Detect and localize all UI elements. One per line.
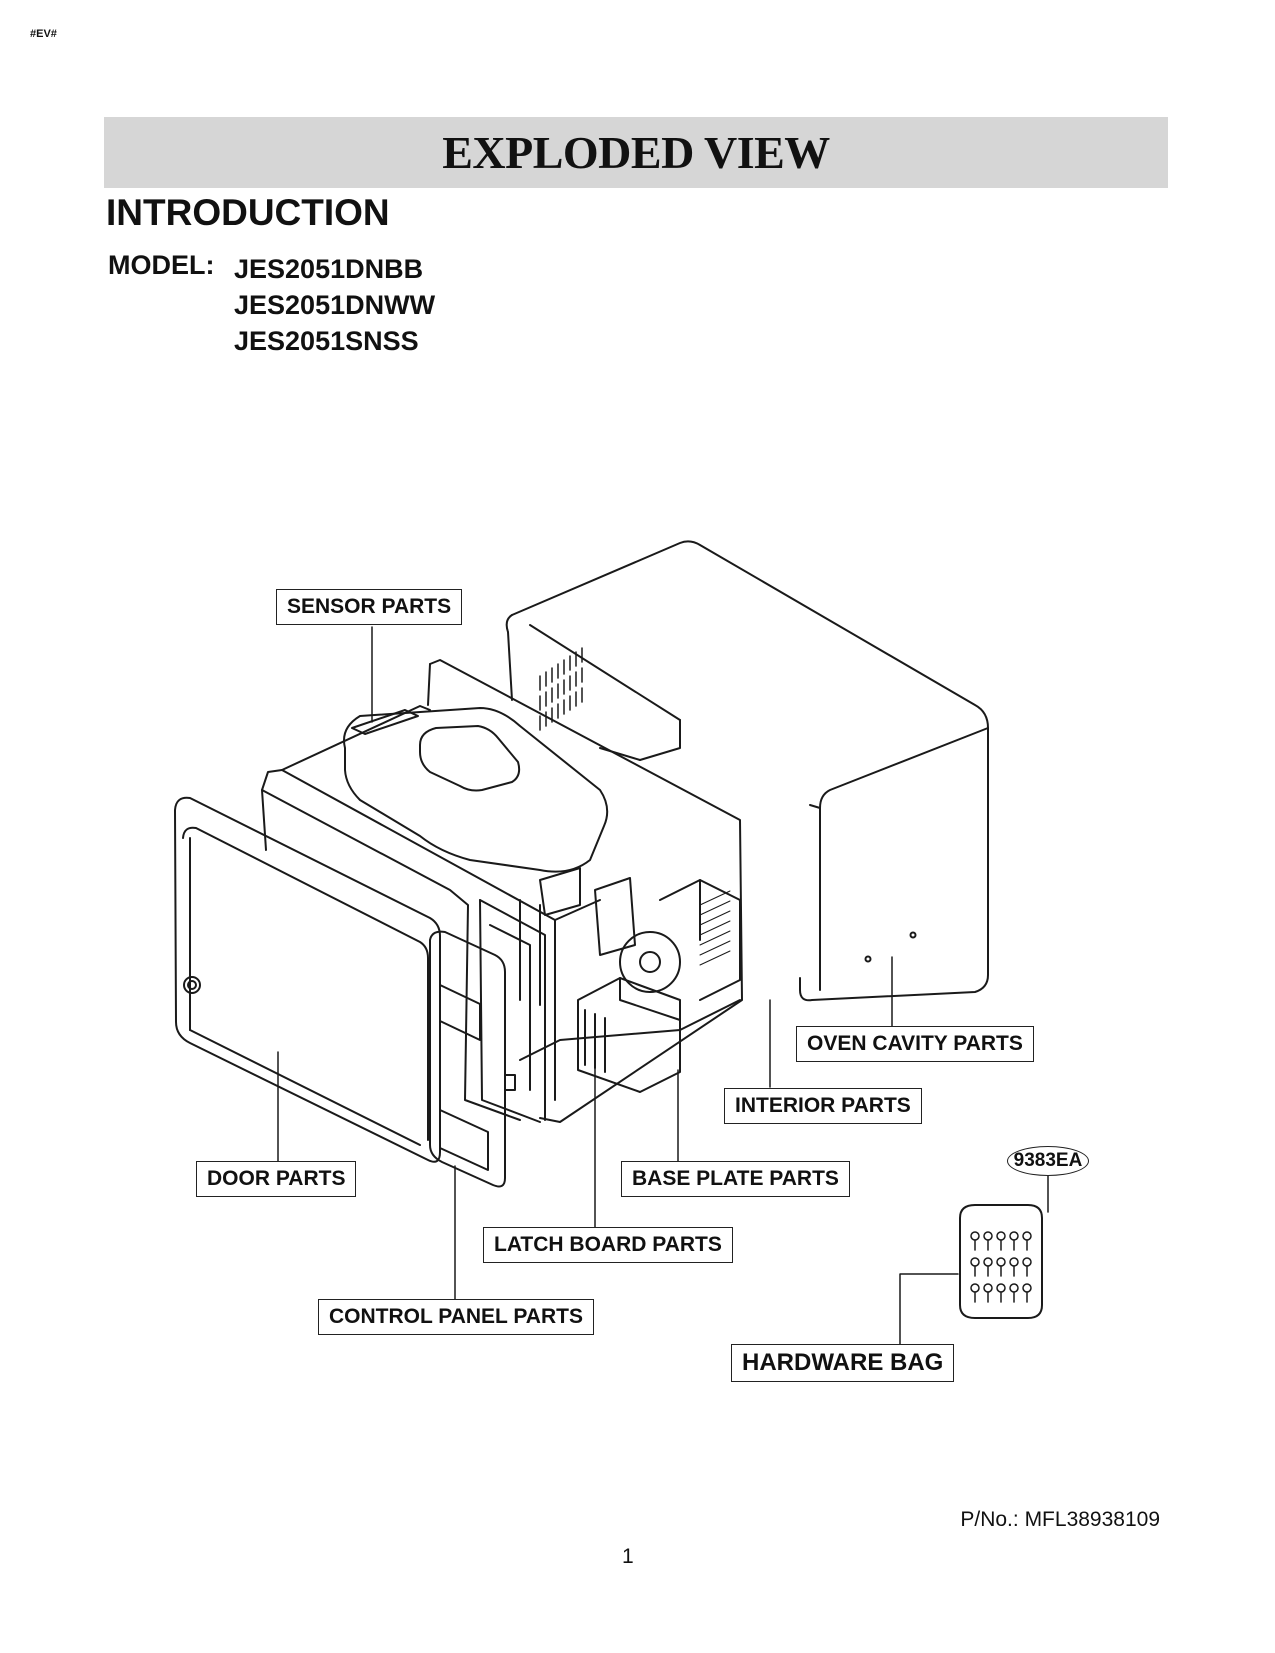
callout-latch-board-parts: LATCH BOARD PARTS (483, 1227, 733, 1263)
title-bar: EXPLODED VIEW (104, 117, 1168, 188)
model-list: JES2051DNBB JES2051DNWW JES2051SNSS (234, 251, 435, 359)
callout-oven-cavity-parts: OVEN CAVITY PARTS (796, 1026, 1034, 1062)
leader-lines (277, 626, 1049, 1346)
hardware-bag-drawing (959, 1204, 1043, 1319)
callout-sensor-parts: SENSOR PARTS (276, 589, 463, 625)
control-panel-drawing (429, 930, 506, 1188)
oven-cavity-drawing (261, 659, 743, 1123)
outer-cabinet-drawing (505, 540, 989, 1002)
page-number: 1 (622, 1545, 634, 1568)
callout-interior-parts: INTERIOR PARTS (724, 1088, 922, 1124)
part-number: P/No.: MFL38938109 (960, 1508, 1160, 1531)
door-drawing (174, 796, 441, 1163)
callout-door-parts: DOOR PARTS (196, 1161, 357, 1197)
document-code-tag: #EV# (30, 28, 57, 40)
page-title: EXPLODED VIEW (442, 127, 830, 178)
control-panel-frame-drawing (261, 789, 546, 1123)
screw-icon (970, 1231, 1032, 1303)
callout-hardware-bag: HARDWARE BAG (731, 1344, 955, 1382)
model-label: MODEL: (108, 250, 215, 280)
callout-control-panel-parts: CONTROL PANEL PARTS (318, 1299, 594, 1335)
model-item: JES2051SNSS (234, 326, 419, 356)
section-heading: INTRODUCTION (106, 192, 390, 233)
callout-base-plate-parts: BASE PLATE PARTS (621, 1161, 850, 1197)
model-item: JES2051DNBB (234, 254, 424, 284)
model-item: JES2051DNWW (234, 290, 436, 320)
hardware-ref-label: 9383EA (1007, 1146, 1089, 1176)
